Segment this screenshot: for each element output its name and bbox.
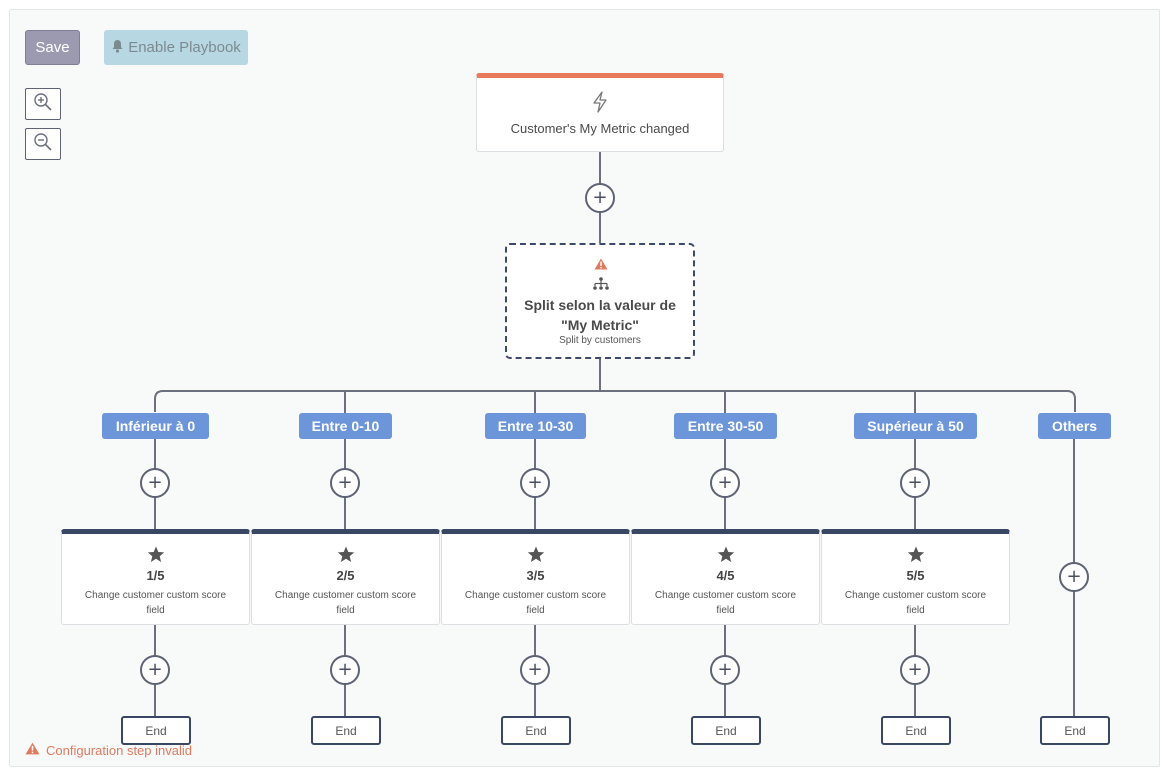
split-node[interactable]: Split selon la valeur de "My Metric" Spl… bbox=[505, 243, 695, 359]
branch-label[interactable]: Inférieur à 0 bbox=[102, 413, 209, 439]
action-node[interactable]: 3/5 Change customer custom score field bbox=[441, 529, 630, 625]
trigger-label: Customer's My Metric changed bbox=[510, 121, 690, 136]
star-icon bbox=[822, 546, 1009, 563]
action-title: 1/5 bbox=[146, 568, 165, 583]
action-description: Change customer custom score field bbox=[274, 590, 417, 616]
action-node[interactable]: 2/5 Change customer custom score field bbox=[251, 529, 440, 625]
add-step-button[interactable]: + bbox=[900, 655, 930, 685]
zoom-out-icon bbox=[33, 132, 53, 157]
add-step-button[interactable]: + bbox=[330, 468, 360, 498]
add-step-button[interactable]: + bbox=[520, 468, 550, 498]
action-description: Change customer custom score field bbox=[464, 590, 607, 616]
split-subtitle: Split by customers bbox=[559, 335, 641, 346]
enable-playbook-label: Enable Playbook bbox=[128, 39, 241, 56]
add-step-button[interactable]: + bbox=[520, 655, 550, 685]
add-step-button[interactable]: + bbox=[710, 655, 740, 685]
star-icon bbox=[442, 546, 629, 563]
zoom-in-icon bbox=[33, 92, 53, 117]
bell-icon bbox=[111, 39, 124, 57]
zoom-in-button[interactable] bbox=[25, 88, 61, 120]
add-step-button[interactable]: + bbox=[585, 183, 615, 213]
add-step-button[interactable]: + bbox=[140, 655, 170, 685]
action-title: 2/5 bbox=[336, 568, 355, 583]
add-step-button[interactable]: + bbox=[900, 468, 930, 498]
end-node[interactable]: End bbox=[881, 716, 951, 745]
end-node[interactable]: End bbox=[121, 716, 191, 745]
end-node[interactable]: End bbox=[501, 716, 571, 745]
end-node[interactable]: End bbox=[1040, 716, 1110, 745]
lightning-icon bbox=[589, 90, 611, 119]
end-node[interactable]: End bbox=[691, 716, 761, 745]
config-error-message: Configuration step invalid bbox=[25, 742, 192, 758]
action-node[interactable]: 4/5 Change customer custom score field bbox=[631, 529, 820, 625]
add-step-button[interactable]: + bbox=[710, 468, 740, 498]
action-description: Change customer custom score field bbox=[844, 590, 987, 616]
branch-label[interactable]: Supérieur à 50 bbox=[854, 413, 977, 439]
zoom-out-button[interactable] bbox=[25, 128, 61, 160]
error-text: Configuration step invalid bbox=[46, 742, 192, 758]
star-icon bbox=[632, 546, 819, 563]
add-step-button[interactable]: + bbox=[140, 468, 170, 498]
branch-label[interactable]: Entre 10-30 bbox=[485, 413, 586, 439]
enable-playbook-button[interactable]: Enable Playbook bbox=[104, 30, 248, 65]
action-title: 4/5 bbox=[716, 568, 735, 583]
add-step-button[interactable]: + bbox=[330, 655, 360, 685]
branch-label[interactable]: Entre 0-10 bbox=[299, 413, 392, 439]
star-icon bbox=[252, 546, 439, 563]
action-title: 5/5 bbox=[906, 568, 925, 583]
action-node[interactable]: 1/5 Change customer custom score field bbox=[61, 529, 250, 625]
action-description: Change customer custom score field bbox=[654, 590, 797, 616]
action-node[interactable]: 5/5 Change customer custom score field bbox=[821, 529, 1010, 625]
hierarchy-icon bbox=[593, 277, 609, 296]
warning-icon bbox=[594, 257, 608, 275]
trigger-node[interactable]: Customer's My Metric changed bbox=[476, 73, 724, 152]
star-icon bbox=[62, 546, 249, 563]
end-node[interactable]: End bbox=[311, 716, 381, 745]
action-title: 3/5 bbox=[526, 568, 545, 583]
split-title: Split selon la valeur de "My Metric" bbox=[524, 297, 676, 333]
save-button[interactable]: Save bbox=[25, 30, 80, 65]
branch-label-others[interactable]: Others bbox=[1038, 413, 1111, 439]
warning-icon bbox=[25, 742, 40, 758]
branch-label[interactable]: Entre 30-50 bbox=[674, 413, 777, 439]
action-description: Change customer custom score field bbox=[84, 590, 227, 616]
add-step-button[interactable]: + bbox=[1059, 562, 1089, 592]
